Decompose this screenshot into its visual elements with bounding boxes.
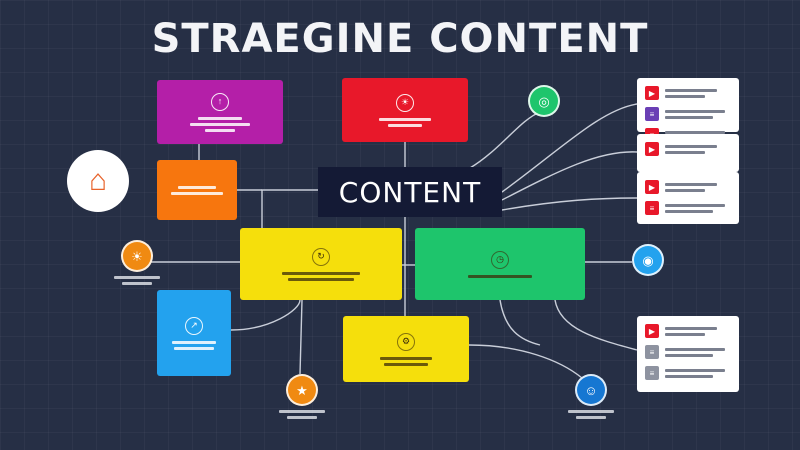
- node-text-lines: [171, 185, 223, 195]
- sun-icon: ☀: [121, 240, 153, 272]
- info-card[interactable]: ▶: [637, 134, 739, 172]
- badge-caption-lines: [279, 410, 325, 419]
- stool-icon: ⌂: [67, 150, 129, 212]
- gear-icon: ⚙: [397, 332, 415, 351]
- list-icon: ≡: [645, 107, 659, 121]
- center-content-box[interactable]: CONTENT: [318, 167, 502, 217]
- orange-node[interactable]: [157, 160, 237, 220]
- clock-icon: ◷: [491, 250, 509, 269]
- star-icon: ★: [286, 374, 318, 406]
- connector-line: [499, 299, 541, 346]
- blue-node[interactable]: ↗: [157, 290, 231, 376]
- connector-line: [501, 103, 638, 193]
- user-badge[interactable]: ☺: [568, 374, 614, 419]
- connector-line: [299, 299, 303, 375]
- lightbulb-icon: ☀: [396, 93, 414, 112]
- node-text-lines: [379, 117, 431, 127]
- connector-line: [501, 151, 638, 201]
- connector-line: [261, 189, 318, 228]
- node-text-lines: [282, 271, 360, 281]
- green-node[interactable]: ◷: [415, 228, 585, 300]
- play-icon: ▶: [645, 324, 659, 338]
- yellow-bottom-node[interactable]: ⚙: [343, 316, 469, 382]
- card-text-lines: [665, 326, 717, 336]
- connector-line: [230, 299, 301, 331]
- user-icon: ☺: [575, 374, 607, 406]
- card-text-lines: [665, 368, 725, 378]
- star-badge[interactable]: ★: [279, 374, 325, 419]
- node-text-lines: [190, 116, 250, 132]
- play-icon: ▶: [645, 86, 659, 100]
- connector-line: [554, 299, 638, 351]
- card-row: ▶: [645, 324, 731, 338]
- badge-caption-lines: [114, 276, 160, 285]
- card-text-lines: [665, 203, 725, 213]
- card-row: ≡: [645, 201, 731, 215]
- play-icon: ▶: [645, 142, 659, 156]
- yellow-node[interactable]: ↻: [240, 228, 402, 300]
- sun-badge[interactable]: ☀: [114, 240, 160, 285]
- node-text-lines: [172, 340, 216, 350]
- card-row: ≡: [645, 345, 731, 359]
- chat-icon: ◉: [632, 244, 664, 276]
- red-node[interactable]: ☀: [342, 78, 468, 142]
- play-icon: ▶: [645, 180, 659, 194]
- magenta-node[interactable]: ↑: [157, 80, 283, 144]
- card-row: ≡: [645, 366, 731, 380]
- refresh-icon: ↻: [312, 247, 330, 266]
- card-row: ▶: [645, 86, 731, 100]
- info-card[interactable]: ▶≡: [637, 172, 739, 224]
- connector-line: [501, 197, 638, 211]
- node-text-lines: [380, 356, 432, 366]
- thumbs-up-icon: ↑: [211, 92, 229, 111]
- connector-line: [468, 344, 583, 379]
- info-card[interactable]: ▶ ≡ ≡: [637, 316, 739, 392]
- card-text-lines: [665, 144, 717, 154]
- node-text-lines: [468, 274, 532, 278]
- card-row: ▶: [645, 142, 731, 156]
- list-icon: ≡: [645, 345, 659, 359]
- card-row: ≡: [645, 107, 731, 121]
- card-text-lines: [665, 182, 717, 192]
- chat-badge[interactable]: ◉: [632, 244, 664, 276]
- globe-icon: ◎: [528, 85, 560, 117]
- card-row: ▶: [645, 180, 731, 194]
- share-icon: ↗: [185, 316, 203, 335]
- globe-badge[interactable]: ◎: [528, 85, 560, 117]
- diagram-title: STRAEGINE CONTENT: [151, 16, 649, 62]
- card-text-lines: [665, 88, 717, 98]
- card-text-lines: [665, 347, 725, 357]
- list-icon: ≡: [645, 201, 659, 215]
- connector-line: [469, 111, 541, 169]
- badge-caption-lines: [568, 410, 614, 419]
- list-icon: ≡: [645, 366, 659, 380]
- card-text-lines: [665, 109, 725, 119]
- info-card[interactable]: ▶≡≡: [637, 78, 739, 142]
